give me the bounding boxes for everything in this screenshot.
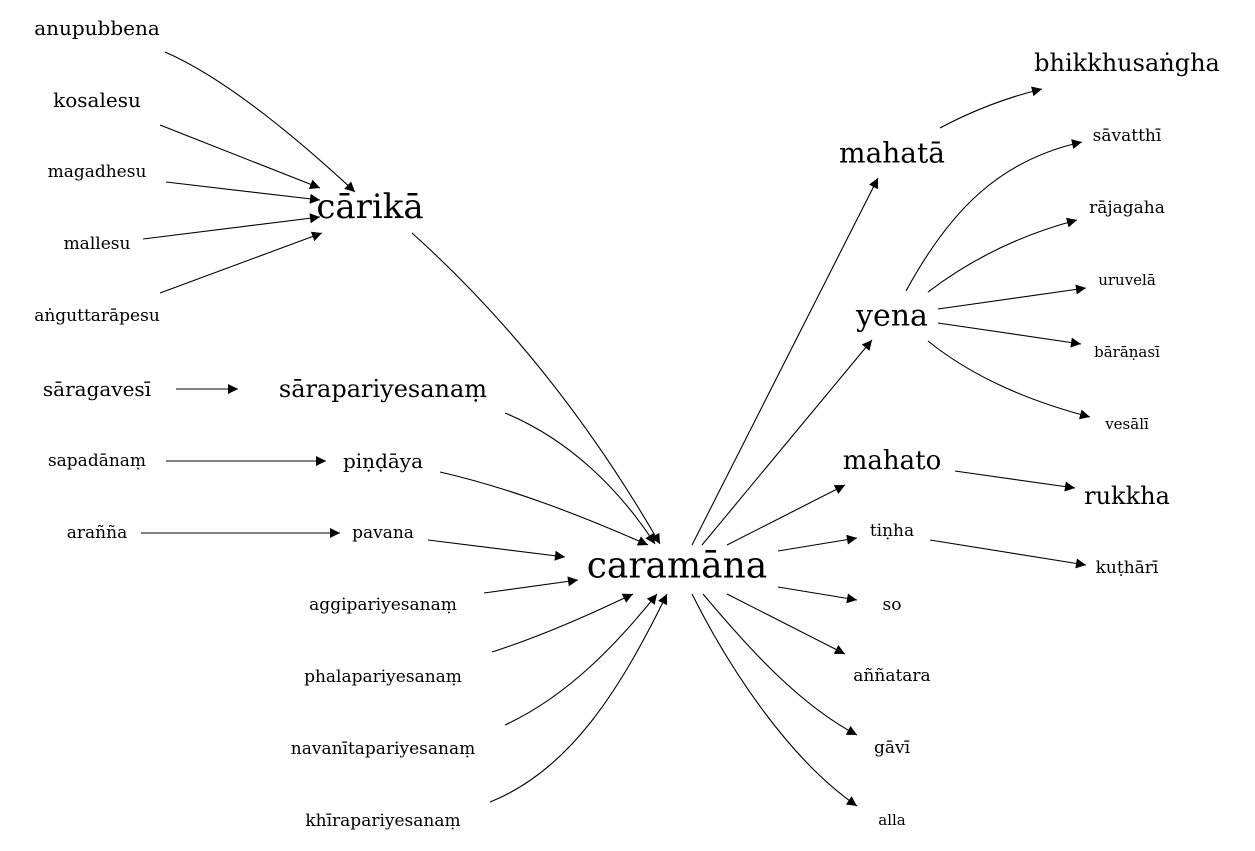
edge-yena-to-savatthi <box>905 139 1083 292</box>
edge-kosalesu-to-carika <box>159 124 321 189</box>
node-uruvela: uruvelā <box>1098 271 1156 289</box>
node-phalapariyesanam: phalapariyesanaṃ <box>304 667 462 687</box>
edge-pindaya-to-caramana <box>439 471 649 546</box>
edge-caramana-to-gavi <box>702 593 858 736</box>
node-gavi: gāvī <box>874 738 911 758</box>
node-navanitapariyesanam: navanītapariyesanaṃ <box>291 739 476 759</box>
node-yena: yena <box>855 299 928 334</box>
node-aggipariyesanam: aggipariyesanaṃ <box>309 595 457 615</box>
edge-pavana-to-caramana <box>427 539 566 561</box>
node-sapadanam: sapadānaṃ <box>48 451 146 471</box>
node-aranna: arañña <box>67 523 127 543</box>
edge-yena-to-vesali <box>927 340 1091 420</box>
node-tinha: tiṇha <box>870 521 914 541</box>
node-anguttarapesu: aṅguttarāpesu <box>34 306 160 326</box>
node-saragavesi: sāragavesī <box>43 377 151 401</box>
node-vesali: vesālī <box>1104 415 1149 433</box>
edge-sarapariyesanam-to-caramana <box>504 412 656 545</box>
edge-navanitapariyesanam-to-caramana <box>504 593 658 726</box>
edge-tinha-to-kutthari <box>929 539 1087 569</box>
edge-mallesu-to-carika <box>142 213 321 240</box>
edge-mahato-to-rukkha <box>954 470 1076 492</box>
node-alla: alla <box>878 811 906 829</box>
node-baranasi: bārāṇasī <box>1094 343 1160 361</box>
node-magadhesu: magadhesu <box>48 162 147 182</box>
node-mahato: mahato <box>843 446 942 476</box>
node-savatthi: sāvatthī <box>1093 126 1162 146</box>
node-layer: anupubbena kosalesu magadhesu mallesu aṅgutt… <box>34 16 1220 831</box>
node-pavana: pavana <box>352 523 414 543</box>
edge-yena-to-rajagaha <box>927 217 1078 293</box>
edge-caramana-to-yena <box>701 339 873 546</box>
edge-caramana-to-alla <box>691 593 858 807</box>
edge-anupubbena-to-carika <box>164 51 356 193</box>
node-carika: cārikā <box>316 187 423 227</box>
edge-caramana-to-mahata <box>691 177 879 546</box>
edge-yena-to-uruvela <box>937 284 1087 310</box>
edge-mahata-to-bhikkhusangha <box>939 86 1043 129</box>
node-khirapariyesanam: khīrapariyesanaṃ <box>305 811 460 831</box>
node-anupubbena: anupubbena <box>34 16 160 40</box>
node-mahata: mahatā <box>839 137 945 170</box>
node-kosalesu: kosalesu <box>53 88 141 112</box>
edge-carika-to-caramana <box>411 232 661 545</box>
edge-phalapariyesanam-to-caramana <box>491 593 634 653</box>
edge-caramana-to-mahato <box>726 484 846 546</box>
edge-anguttarapesu-to-carika <box>159 231 323 294</box>
edge-caramana-to-so <box>777 586 858 604</box>
edge-layer <box>141 51 1091 807</box>
edge-magadhesu-to-carika <box>165 181 321 204</box>
node-caramana: caramāna <box>587 546 768 587</box>
edge-aggipariyesanam-to-caramana <box>483 576 579 594</box>
node-rukkha: rukkha <box>1084 482 1170 510</box>
edge-khirapariyesanam-to-caramana <box>489 593 668 803</box>
node-pindaya: piṇḍāya <box>343 449 423 473</box>
edge-yena-to-baranasi <box>937 322 1082 348</box>
node-so: so <box>883 595 902 615</box>
node-mallesu: mallesu <box>64 234 131 254</box>
node-kutthari: kuṭhārī <box>1096 558 1159 578</box>
node-rajagaha: rājagaha <box>1089 198 1165 218</box>
node-bhikkhusangha: bhikkhusaṅgha <box>1034 49 1220 77</box>
edge-caramana-to-annatara <box>726 593 846 655</box>
node-annatara: aññatara <box>853 666 930 686</box>
node-sarapariyesanam: sārapariyesanaṃ <box>279 375 487 403</box>
edge-caramana-to-tinha <box>777 534 858 552</box>
